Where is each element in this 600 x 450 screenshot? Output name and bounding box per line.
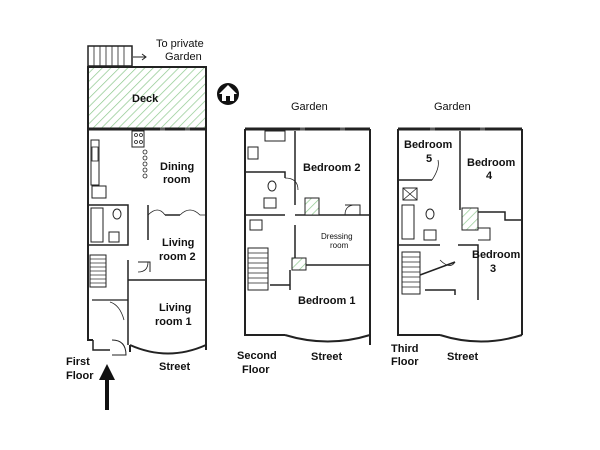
third-floor-garden-label: Garden <box>434 101 471 113</box>
living-room-2-label-2: room 2 <box>159 251 196 263</box>
bathroom-sink-icon <box>108 231 120 243</box>
bathroom-sink-icon <box>247 146 259 160</box>
second-floor-garden-label: Garden <box>291 101 328 113</box>
first-floor-label-2: Floor <box>66 370 94 382</box>
second-floor-plan <box>244 127 371 345</box>
third-floor-street-label: Street <box>447 351 479 363</box>
fridge-icon <box>91 185 107 199</box>
first-floor-street-label: Street <box>159 361 191 373</box>
garden-steps <box>87 45 133 67</box>
door-swing <box>179 209 206 216</box>
second-floor-street-label: Street <box>311 351 343 363</box>
living-room-1-label-2: room 1 <box>155 316 192 328</box>
dressing-room-label-1: Dressing <box>321 232 353 241</box>
toilet-icon <box>267 180 277 192</box>
entrance-arrow-icon <box>99 364 115 410</box>
garden-note-label: Garden <box>165 51 202 63</box>
living-room-1-label-1: Living <box>159 302 192 314</box>
second-floor-label-2: Floor <box>242 364 270 376</box>
bedroom-1-label: Bedroom 1 <box>298 295 356 307</box>
garden-arrow-head <box>141 53 147 61</box>
bathtub-icon <box>264 130 286 142</box>
dining-room-label-2: room <box>163 174 191 186</box>
home-icon <box>217 83 239 105</box>
third-floor-label-1: Third <box>391 343 419 355</box>
bedroom-3-label-1: Bedroom <box>472 249 521 261</box>
bedroom-5-label-2: 5 <box>426 153 433 165</box>
third-floor-bay-window <box>439 334 523 343</box>
deck-label: Deck <box>132 93 159 105</box>
first-floor-label-1: First <box>66 356 90 368</box>
stairs-icon <box>401 251 421 295</box>
bathroom-walls <box>88 204 129 246</box>
kitchen-counter <box>90 139 100 186</box>
garden-steps-lines <box>93 46 125 66</box>
to-private-label: To private <box>156 38 204 50</box>
door-swing <box>147 209 166 216</box>
first-floor-left-wall <box>87 129 93 341</box>
closet-icon <box>402 187 418 201</box>
sink-icon <box>91 146 99 162</box>
bathtub-icon <box>90 207 104 243</box>
stairs-icon <box>247 247 269 291</box>
bedroom-5-label-1: Bedroom <box>404 139 453 151</box>
second-floor-label-1: Second <box>237 350 277 362</box>
living-room-2-label-1: Living <box>162 237 195 249</box>
bedroom-4-label-1: Bedroom <box>467 157 516 169</box>
bedroom-3-label-2: 3 <box>490 263 497 275</box>
second-floor-bay-window <box>284 334 371 343</box>
first-floor-plan <box>87 45 207 356</box>
toilet-icon <box>425 208 435 220</box>
third-floor-plan <box>397 127 523 343</box>
bedroom-4-label-2: 4 <box>486 170 493 182</box>
bathroom-sink-icon <box>423 229 437 241</box>
bathtub-icon <box>401 204 415 240</box>
bathroom-sink-icon <box>263 197 277 209</box>
dining-room-label-1: Dining <box>160 161 195 173</box>
bedroom-2-label: Bedroom 2 <box>303 162 361 174</box>
dining-table-icon <box>142 149 148 179</box>
third-floor-label-2: Floor <box>391 356 419 368</box>
closet-icon <box>249 219 263 231</box>
first-floor-bay-window <box>129 344 207 355</box>
toilet-icon <box>112 208 122 220</box>
stove-icon <box>131 130 145 148</box>
dressing-room-label-2: room <box>330 241 349 250</box>
